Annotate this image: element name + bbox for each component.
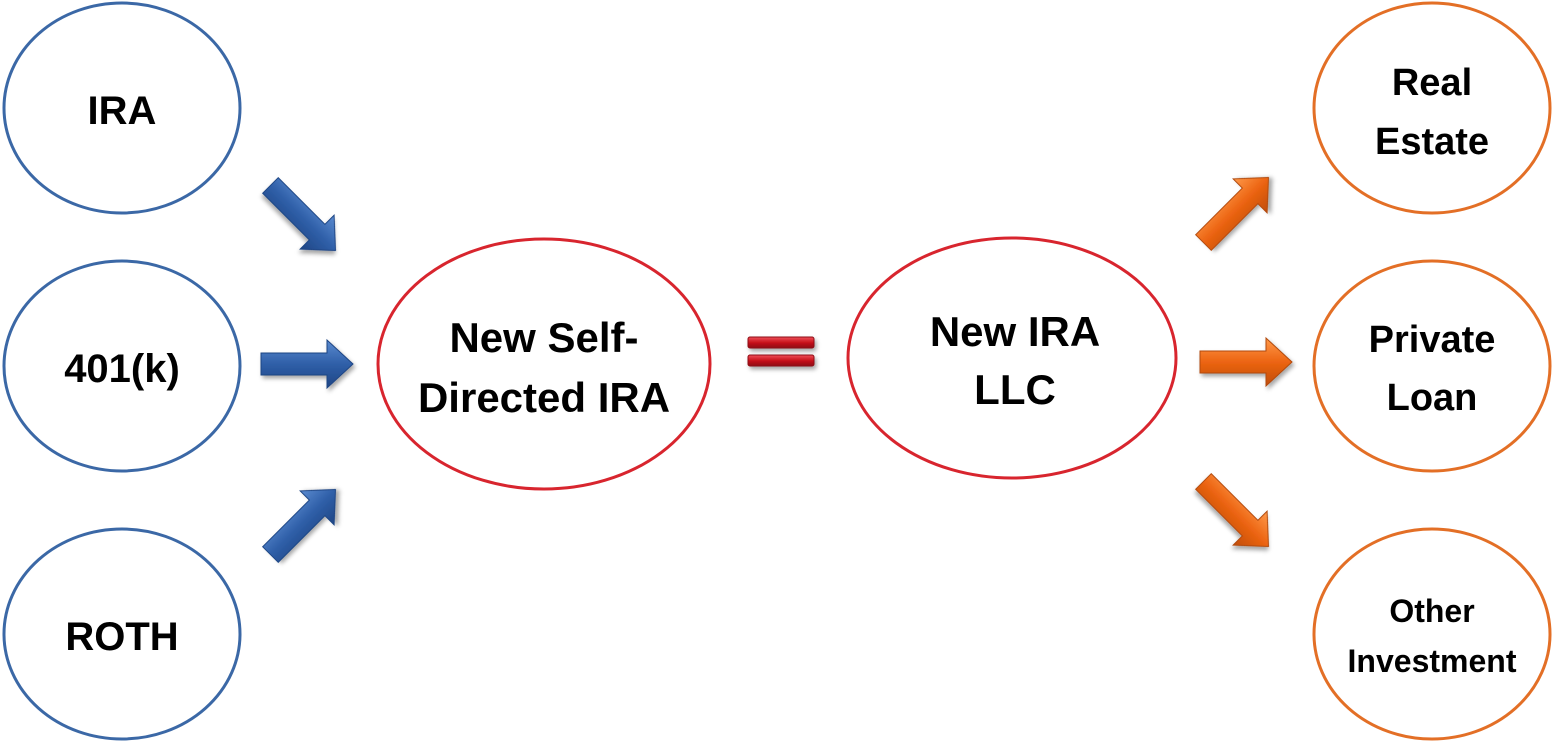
node-label: 401(k) [64,347,180,391]
node-ira: IRA [2,1,242,215]
arrow-up-right-icon [1186,160,1286,260]
node-label-line-1: New Self- [449,314,638,361]
node-label-line-2: Directed IRA [418,374,670,421]
node-private-loan: Private Loan [1312,259,1552,473]
arrow-down-right-icon [1186,464,1286,564]
node-label-line-1: Other [1389,593,1474,629]
node-label-line-2: Estate [1375,121,1489,163]
node-real-estate: Real Estate [1312,1,1552,215]
arrow-down-right-icon [253,168,353,268]
node-label: IRA [88,89,157,133]
node-roth: ROTH [2,527,242,741]
node-new-self-directed-ira: New Self- Directed IRA [376,237,712,491]
node-other-investment: Other Investment [1312,527,1552,741]
node-label-line-1: New IRA [930,308,1100,355]
arrow-up-right-icon [253,472,353,572]
node-label-line-2: Investment [1348,643,1517,679]
arrow-right-icon [1199,337,1293,387]
equals-icon [747,336,815,367]
node-401k: 401(k) [2,259,242,473]
node-label-line-1: Real [1392,62,1472,104]
node-label: ROTH [65,615,178,659]
node-label-line-2: LLC [974,366,1056,413]
node-label-line-2: Loan [1387,377,1478,419]
node-new-ira-llc: New IRA LLC [846,236,1178,480]
arrow-right-icon [260,339,354,389]
node-label-line-1: Private [1369,319,1496,361]
